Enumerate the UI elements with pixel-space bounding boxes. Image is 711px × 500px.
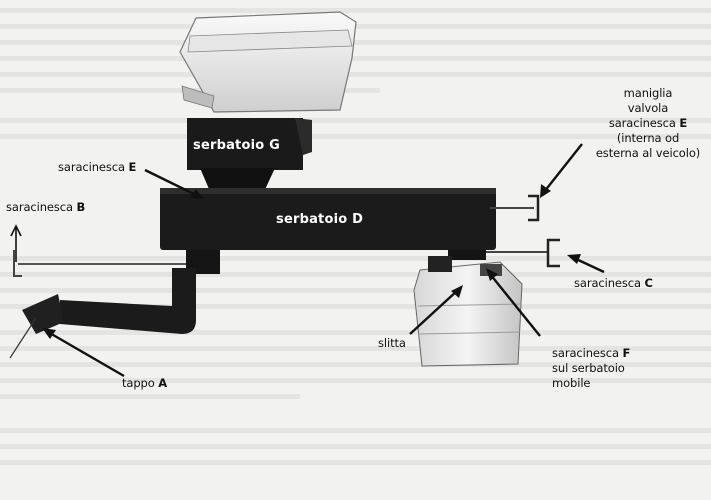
valve-e-letter: E	[128, 160, 137, 174]
outlet-pipe	[9, 268, 196, 359]
valve-e-label: saracinesca E	[58, 160, 136, 175]
valve-f-line-3: mobile	[552, 376, 591, 390]
cap-a-letter: A	[158, 376, 168, 390]
valve-c-name: saracinesca	[574, 276, 641, 290]
valve-e-name: saracinesca	[58, 160, 125, 174]
portable-cassette-tank	[413, 256, 523, 367]
leader-arrows	[42, 143, 605, 378]
valve-e-handle-label: maniglia valvola saracinesca E (interna …	[588, 86, 708, 161]
valve-b-letter: B	[76, 200, 86, 214]
valve-f-line-1: saracinesca F	[552, 346, 630, 361]
tank-d-label: serbatoio D	[276, 212, 364, 227]
valve-b-name: saracinesca	[6, 200, 73, 214]
handle-line-1: maniglia	[623, 86, 673, 100]
valve-c-label: saracinesca C	[574, 276, 653, 291]
valve-c-letter: C	[644, 276, 653, 290]
valve-c-handle-rod	[486, 238, 560, 268]
handle-line-3-letter: E	[679, 116, 688, 130]
handle-line-5: esterna al veicolo)	[595, 146, 701, 160]
valve-e-handle-rod	[490, 194, 540, 222]
tank-g	[187, 118, 312, 196]
handle-line-4: (interna od	[616, 131, 680, 145]
slide-label: slitta	[378, 336, 406, 350]
handle-line-3: saracinesca E	[588, 116, 708, 131]
valve-f-name: saracinesca	[552, 346, 619, 360]
cap-a-label: tappo A	[122, 376, 167, 391]
valve-f-letter: F	[622, 346, 631, 360]
valve-f-line-2: sul serbatoio	[552, 361, 625, 375]
cap-a-name: tappo	[122, 376, 155, 390]
valve-f-label: saracinesca F sul serbatoio mobile	[552, 346, 630, 391]
valve-b-rod	[10, 224, 186, 277]
tank-g-label: serbatoio G	[193, 138, 280, 153]
handle-line-2: valvola	[627, 101, 669, 115]
handle-line-3-name: saracinesca	[608, 116, 676, 130]
valve-b-label: saracinesca B	[6, 200, 85, 215]
toilet-bowl	[179, 11, 357, 113]
